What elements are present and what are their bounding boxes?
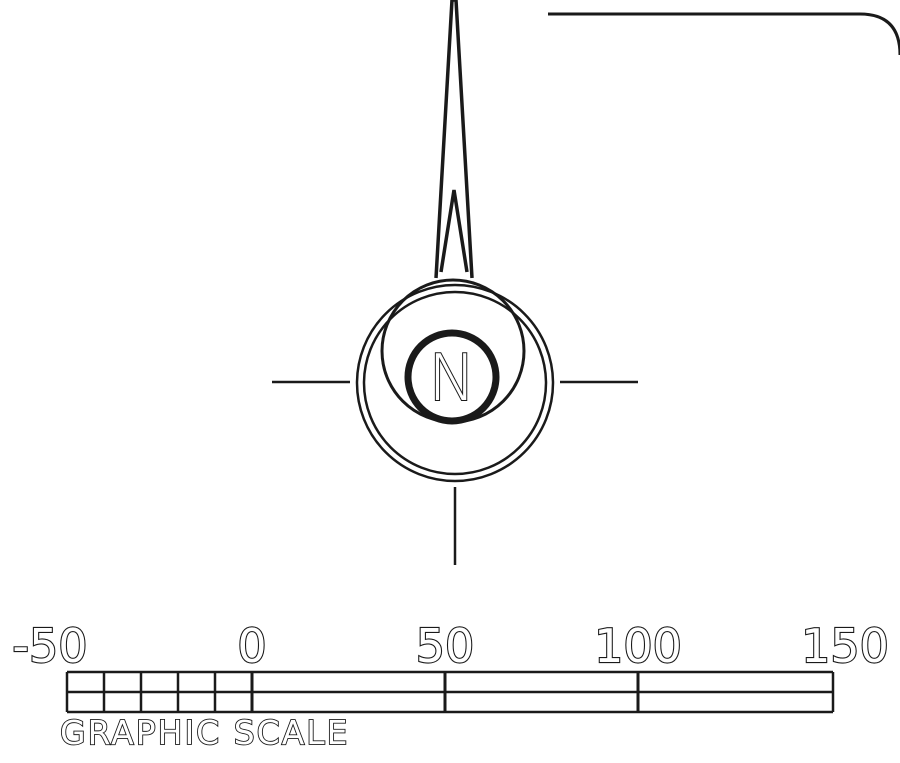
scale-tick-label: 50	[416, 619, 475, 673]
scale-bar	[65, 670, 835, 714]
north-arrow-inner-head	[439, 189, 469, 273]
north-arrow-outer-ring	[355, 283, 555, 483]
north-arrow-letter-circle	[404, 329, 500, 425]
north-arrow-outer-ring-inner	[362, 290, 548, 476]
scale-tick-label: 150	[801, 619, 889, 673]
sheet-border-corner	[548, 12, 900, 56]
north-arrow-letter: N	[428, 342, 476, 416]
north-arrow: N	[272, 0, 638, 565]
scale-tick-labels: -50 0 50 100 150	[11, 618, 890, 674]
scale-tick-label: 100	[594, 619, 682, 673]
north-arrow-outer-spike	[434, 0, 474, 279]
scale-tick-label: -50	[12, 619, 87, 673]
graphic-scale: -50 0 50 100 150 GRAPHIC SCALE	[11, 618, 890, 753]
scale-caption: GRAPHIC SCALE	[60, 713, 350, 752]
scale-tick-label: 0	[237, 619, 266, 673]
